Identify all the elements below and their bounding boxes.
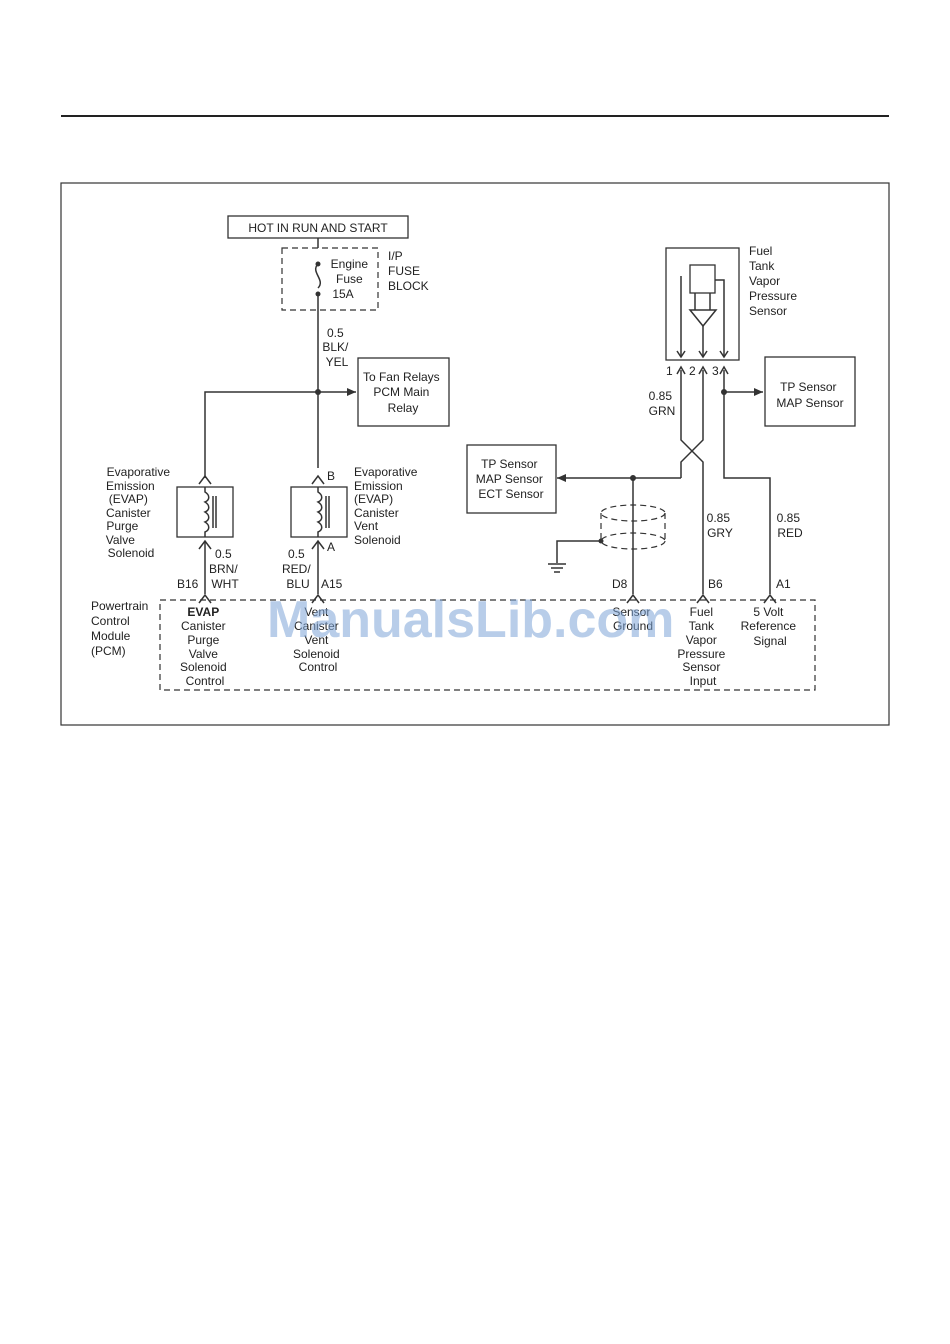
grn-wire: [680, 370, 704, 594]
tp-map-ect-label: TP Sensor MAP Sensor ECT Sensor: [476, 457, 547, 501]
pcm-terminal-b16-desc: EVAP Canister Purge Valve Solenoid Contr…: [180, 605, 230, 688]
tp-map-label: TP Sensor MAP Sensor: [776, 380, 843, 410]
purge-solenoid-coil: [203, 487, 217, 537]
diagram-frame: [60, 182, 890, 726]
ground-icon: [548, 563, 566, 573]
blk-yel-wire-label: 0.5 BLK/ YEL: [322, 326, 351, 369]
terminal-b16: B16: [177, 577, 199, 591]
fan-relays-box: [357, 357, 450, 427]
sensor-element: [689, 264, 716, 294]
terminal-d8: D8: [612, 577, 628, 591]
power-source-label: HOT IN RUN AND START: [248, 221, 388, 235]
red-wire: [723, 370, 771, 594]
sensor-diode: [688, 309, 718, 328]
header-rule: [61, 115, 889, 117]
pcm-terminal-b6-desc: Fuel Tank Vapor Pressure Sensor Input: [677, 605, 728, 688]
drain-wire: [556, 540, 601, 563]
sensor-pin-1: 1: [666, 364, 673, 378]
pcm-box: [159, 599, 816, 691]
pcm-terminal-a15-desc: Vent Canister Vent Solenoid Control: [293, 605, 343, 674]
red-wire-label: 0.85 RED: [777, 511, 804, 540]
terminal-a15: A15: [321, 577, 343, 591]
pin2-wire: [680, 370, 704, 478]
fuse-block: [281, 247, 379, 311]
brn-wht-wire-label: 0.5 BRN/ WHT: [209, 547, 241, 591]
grn-wire-label: 0.85 GRN: [649, 389, 676, 418]
terminal-a1: A1: [776, 577, 791, 591]
vent-pin-b: B: [327, 469, 335, 483]
vent-pin-a: A: [327, 540, 335, 554]
fuel-tank-sensor-label: Fuel Tank Vapor Pressure Sensor: [749, 244, 800, 318]
purge-feed-wire: [204, 391, 318, 478]
purge-solenoid-label: Evaporative Emission (EVAP) Canister Pur…: [106, 465, 174, 560]
sensor-pin-3: 3: [712, 364, 719, 378]
tp-map-ect-box: [466, 444, 557, 514]
pcm-terminal-a1-desc: 5 Volt Reference Signal: [741, 605, 800, 648]
fan-relays-label: To Fan Relays PCM Main Relay: [363, 370, 443, 415]
tp-map-box: [764, 356, 856, 427]
sensor-pin-2: 2: [689, 364, 696, 378]
fuse-block-label: I/P FUSE BLOCK: [388, 249, 429, 293]
terminal-b6: B6: [708, 577, 723, 591]
vent-solenoid-coil: [316, 487, 330, 537]
watermark: ManualsLib.com: [267, 591, 674, 649]
pcm-label: Powertrain Control Module (PCM): [91, 599, 152, 658]
vent-solenoid-label: Evaporative Emission (EVAP) Canister Ven…: [354, 465, 421, 547]
pcm-terminal-d8-desc: Sensor Ground: [612, 605, 653, 633]
fuse-label: Engine Fuse 15A: [331, 257, 372, 301]
shield-symbol: [600, 504, 666, 550]
gry-wire-label: 0.85 GRY: [707, 511, 734, 540]
fuse-symbol: [315, 261, 321, 297]
red-blu-wire-label: 0.5 RED/ BLU: [282, 547, 314, 591]
